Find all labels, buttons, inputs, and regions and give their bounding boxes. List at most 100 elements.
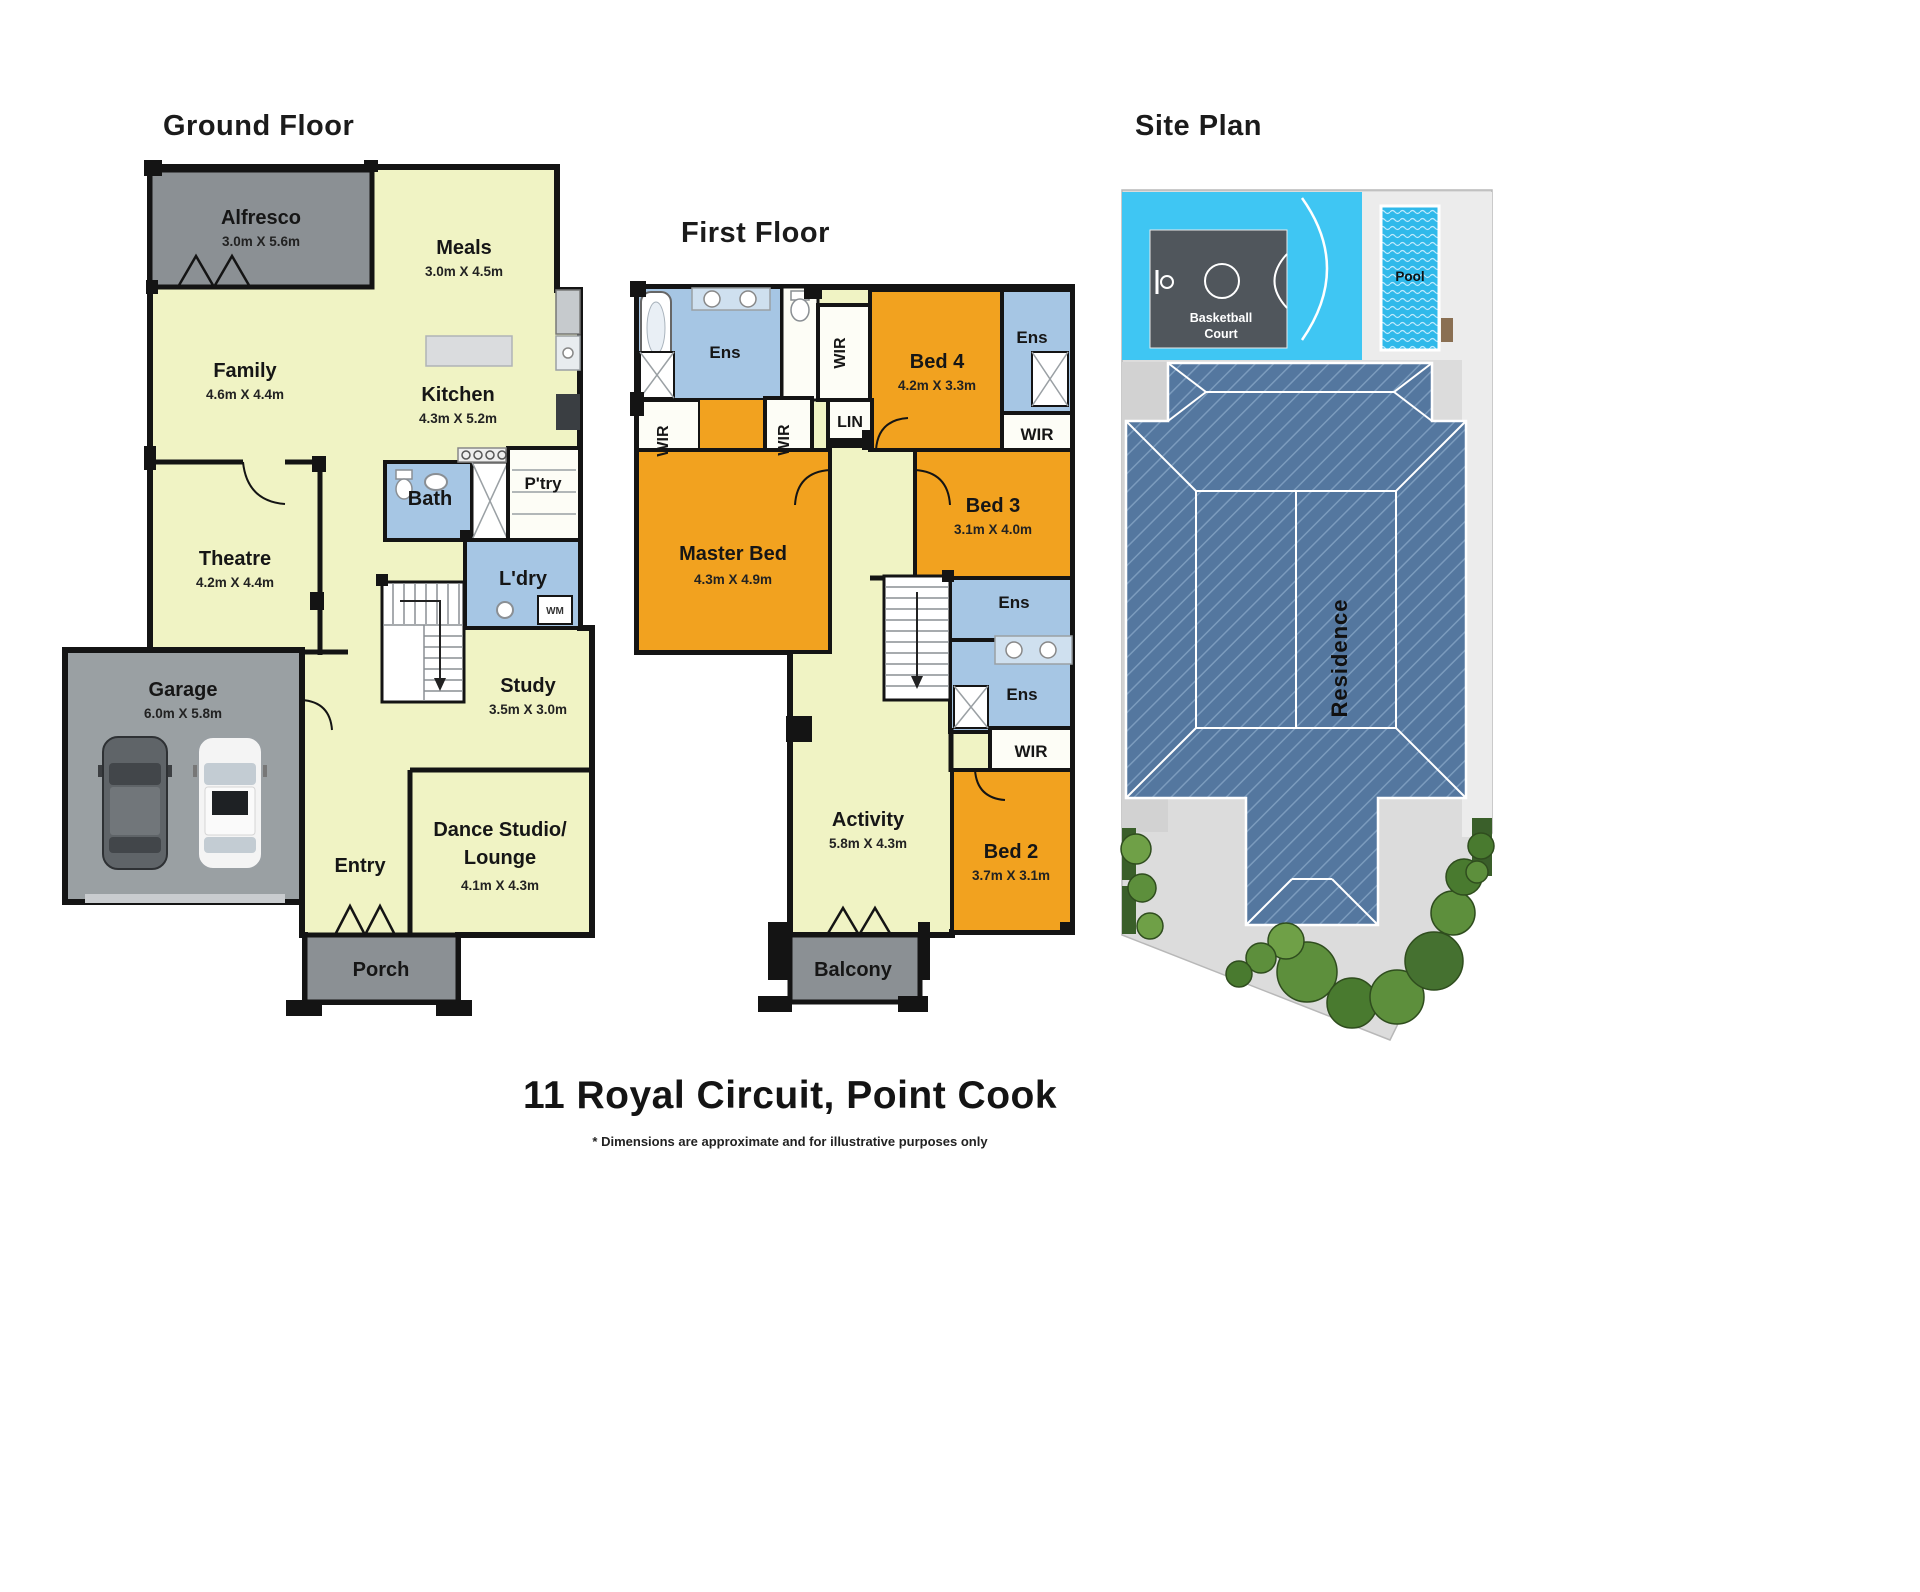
balcony-label: Balcony — [814, 959, 893, 981]
family-dims: 4.6m X 4.4m — [206, 387, 284, 402]
stairs-icon — [882, 574, 952, 702]
site-plan-heading: Site Plan — [1135, 110, 1262, 142]
tree-icon — [1120, 833, 1152, 865]
alfresco-door-icon — [176, 253, 216, 288]
ens-bed3-label: Ens — [998, 593, 1029, 612]
first-floor-heading: First Floor — [681, 217, 830, 249]
ground-floor-heading: Ground Floor — [163, 110, 355, 142]
kitchen-dims: 4.3m X 5.2m — [419, 411, 497, 426]
study-label: Study — [500, 675, 556, 697]
water-arc-line — [1300, 197, 1329, 341]
sink-icon — [703, 290, 721, 308]
sink-icon — [739, 290, 757, 308]
wir-bed4-label: WIR — [1020, 425, 1053, 444]
bed2-door-icon — [974, 769, 1006, 801]
room-bed3 — [913, 448, 1074, 580]
wall-pillars — [144, 160, 472, 1016]
wm-label: WM — [546, 606, 564, 617]
entry-label: Entry — [334, 855, 386, 877]
laundry-label: L'dry — [499, 568, 548, 590]
oven-icon — [556, 394, 580, 430]
dance-studio-label-2: Lounge — [464, 847, 536, 869]
tree-icon — [1267, 922, 1305, 960]
pantry-label: P'try — [524, 474, 562, 493]
bed2-label: Bed 2 — [984, 841, 1038, 863]
wir-master-top-label: WIR — [832, 337, 849, 369]
residence-label: Residence — [1327, 598, 1352, 717]
room-pantry — [506, 446, 582, 542]
meals-dims: 3.0m X 4.5m — [425, 264, 503, 279]
kitchen-label: Kitchen — [421, 384, 494, 406]
interior-walls — [150, 459, 592, 935]
car-icon — [98, 736, 172, 870]
disclaimer-text: * Dimensions are approximate and for ill… — [592, 1134, 988, 1149]
pool: Pool — [1379, 204, 1453, 352]
sink-icon — [1039, 641, 1057, 659]
interior-walls — [870, 575, 954, 772]
site-plan: Basketball Court Pool Res — [1120, 189, 1495, 1041]
activity-label: Activity — [832, 809, 905, 831]
master-door-icon — [794, 469, 831, 506]
linen-label: LIN — [837, 414, 863, 431]
theatre-dims: 4.2m X 4.4m — [196, 575, 274, 590]
basketball-court-label-2: Court — [1204, 327, 1238, 341]
tree-icon — [1465, 860, 1489, 884]
alfresco-label: Alfresco — [221, 207, 301, 229]
garage-dims: 6.0m X 5.8m — [144, 706, 222, 721]
entry-door-icon — [333, 903, 367, 936]
shower-cross-line — [471, 461, 509, 541]
room-wir-bed2 — [988, 726, 1074, 772]
sink-icon — [1005, 641, 1023, 659]
room-alfresco — [147, 167, 375, 290]
tree-icon — [1467, 832, 1495, 860]
kitchen-sink-icon — [555, 335, 581, 371]
roof-ridge-lines — [1125, 362, 1467, 926]
shower-icon — [1031, 351, 1069, 407]
room-ens-bed3 — [948, 576, 1074, 642]
basketball-hoop-icon — [1155, 270, 1174, 294]
garage-door-icon — [301, 699, 333, 731]
dance-studio-dims: 4.1m X 4.3m — [461, 878, 539, 893]
room-porch — [302, 932, 461, 1005]
tree-icon — [1430, 890, 1476, 936]
tree-icon — [1369, 969, 1425, 1025]
entry-door-icon — [363, 903, 397, 936]
laundry-sink-icon — [496, 601, 514, 619]
bath-fixtures — [395, 469, 448, 500]
ground-floor-plan: Alfresco 3.0m X 5.6m Meals 3.0m X 4.5m F… — [62, 160, 595, 1016]
alfresco-door-icon — [212, 253, 252, 288]
basketball-court: Basketball Court — [1149, 229, 1288, 349]
washing-machine-icon — [537, 595, 573, 625]
tree-icon — [1245, 942, 1277, 974]
kitchen-island — [425, 335, 513, 367]
residence-roof: Residence — [1124, 361, 1468, 927]
bed4-label: Bed 4 — [910, 351, 965, 373]
alfresco-dims: 3.0m X 5.6m — [222, 234, 300, 249]
pantry-shelves — [512, 469, 576, 515]
toilet-icon — [395, 469, 413, 480]
garage-door-strip — [85, 894, 285, 903]
meals-label: Meals — [436, 237, 492, 259]
master-bed-dims: 4.3m X 4.9m — [694, 572, 772, 587]
trees — [1120, 832, 1495, 1029]
tree-icon — [1225, 960, 1253, 988]
door-arcs — [176, 253, 397, 936]
bed4-door-icon — [875, 417, 909, 451]
theatre-door-icon — [242, 461, 286, 505]
garage-label: Garage — [149, 679, 218, 701]
family-label: Family — [213, 360, 277, 382]
shower-icon — [639, 351, 675, 399]
car-icon — [193, 736, 267, 870]
room-bed2 — [950, 768, 1074, 934]
ens-master-label: Ens — [709, 343, 740, 362]
room-master-bed — [635, 448, 832, 654]
balcony-door-icon — [825, 905, 861, 936]
bed2-dims: 3.7m X 3.1m — [972, 868, 1050, 883]
master-bed-label: Master Bed — [679, 543, 787, 565]
tree-icon — [1326, 977, 1378, 1029]
wir-master-left-label: WIR — [655, 425, 672, 457]
pool-label: Pool — [1395, 269, 1424, 284]
activity-dims: 5.8m X 4.3m — [829, 836, 907, 851]
shower-icon — [953, 685, 989, 729]
